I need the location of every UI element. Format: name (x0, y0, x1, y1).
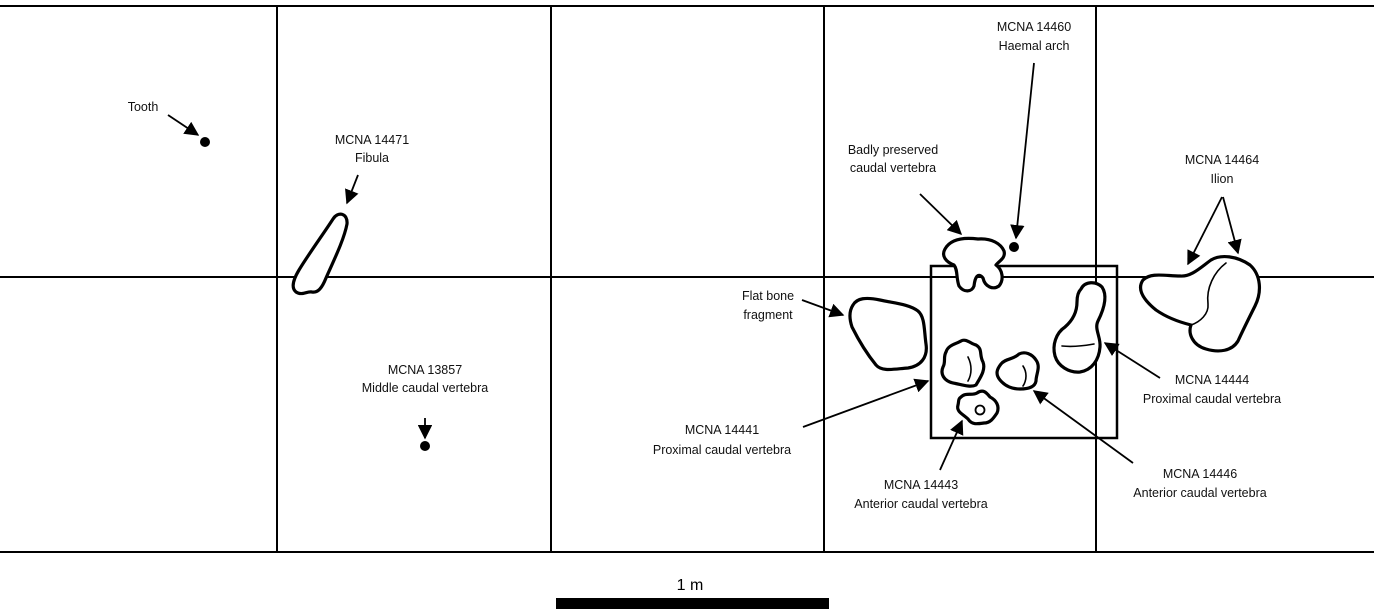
label-fibula-name: Fibula (355, 151, 389, 165)
arrow-badly-preserved (919, 193, 963, 236)
arrow-mcna-14443 (939, 419, 964, 471)
label-mcna-14444-name: Proximal caudal vertebra (1143, 392, 1281, 406)
arrow-mcna-14441 (802, 378, 930, 428)
label-mcna-14441-id: MCNA 14441 (685, 423, 759, 437)
label-flat-bone-1: Flat bone (742, 289, 794, 303)
label-mcna-14441-name: Proximal caudal vertebra (653, 443, 791, 457)
middle-caudal-vertebra-marker (420, 441, 430, 451)
flat-bone-fragment-outline (848, 296, 928, 372)
label-tooth: Tooth (128, 100, 159, 114)
label-fibula-id: MCNA 14471 (335, 133, 409, 147)
arrow-flat-bone (801, 299, 845, 318)
mcna-14441-outline (940, 338, 986, 388)
arrow-ilion-right (1222, 196, 1242, 255)
tooth-marker (200, 137, 210, 147)
ilion-inner-contour (1190, 262, 1227, 326)
mcna-14444-detail (1061, 343, 1095, 348)
mcna-14443-center (974, 404, 986, 416)
pointer-arrows (167, 62, 1242, 471)
label-mcna-14446-name: Anterior caudal vertebra (1133, 486, 1266, 500)
arrow-tooth (167, 114, 200, 136)
haemal-arch-marker (1009, 242, 1019, 252)
mcna-14446-outline (995, 351, 1040, 391)
label-middle-caudal-name: Middle caudal vertebra (362, 381, 489, 395)
mcna-14441-detail (967, 356, 972, 382)
label-haemal-name: Haemal arch (999, 39, 1070, 53)
mcna-14446-detail (1022, 365, 1027, 387)
fibula-outline (291, 212, 349, 296)
label-haemal-id: MCNA 14460 (997, 20, 1071, 34)
arrow-ilion-left (1187, 196, 1223, 266)
ilion-outline (1138, 254, 1261, 353)
label-badly-preserved-1: Badly preserved (848, 143, 938, 157)
label-ilion-name: Ilion (1211, 172, 1234, 186)
badly-preserved-caudal-vertebra-outline (942, 236, 1006, 293)
label-middle-caudal-id: MCNA 13857 (388, 363, 462, 377)
arrow-haemal-arch (1010, 62, 1035, 240)
mcna-14444-outline (1052, 281, 1107, 374)
scale-bar-rect (556, 598, 829, 609)
label-mcna-14443-name: Anterior caudal vertebra (854, 497, 987, 511)
label-ilion-id: MCNA 14464 (1185, 153, 1259, 167)
label-flat-bone-2: fragment (743, 308, 793, 322)
scale-bar-label: 1 m (677, 577, 704, 594)
arrow-mcna-14446 (1032, 390, 1134, 464)
label-mcna-14443-id: MCNA 14443 (884, 478, 958, 492)
arrow-fibula (345, 174, 359, 205)
label-mcna-14444-id: MCNA 14444 (1175, 373, 1249, 387)
arrow-mcna-14444 (1103, 342, 1161, 379)
label-badly-preserved-2: caudal vertebra (850, 161, 936, 175)
label-mcna-14446-id: MCNA 14446 (1163, 467, 1237, 481)
specimen-labels: Tooth MCNA 14471 Fibula MCNA 13857 Middl… (128, 20, 1281, 511)
finds (200, 137, 1261, 451)
scale-bar: 1 m (556, 577, 829, 609)
